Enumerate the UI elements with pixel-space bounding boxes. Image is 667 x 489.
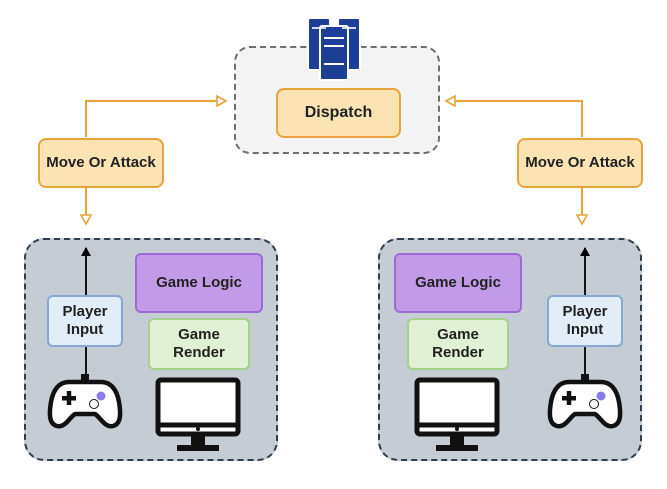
left-game-render-box: Game Render: [148, 318, 250, 370]
left-player-input-box: Player Input: [47, 295, 123, 347]
right-to-dispatch-arrow: [446, 101, 583, 137]
right-game-logic-box: Game Logic: [394, 253, 522, 313]
right-game-render-line2: Render: [432, 344, 484, 361]
right-player-input-line2: Input: [566, 321, 604, 338]
dispatch-label: Dispatch: [304, 104, 373, 122]
left-move-or-attack-box: Move Or Attack: [38, 138, 164, 188]
right-player-input-line1: Player: [562, 303, 608, 320]
dispatch-box: Dispatch: [276, 88, 401, 138]
left-move-or-attack-label: Move Or Attack: [46, 154, 156, 171]
left-game-render-line2: Render: [173, 344, 225, 361]
right-game-render-line1: Game: [437, 326, 479, 343]
monitor-icon: [155, 377, 241, 451]
left-player-input-line2: Input: [66, 321, 104, 338]
left-player-input-line1: Player: [62, 303, 108, 320]
monitor-icon: [414, 377, 500, 451]
left-to-dispatch-arrow: [85, 101, 226, 137]
server-icon: [307, 17, 361, 81]
gamepad-icon: [47, 374, 123, 429]
right-player-input-box: Player Input: [547, 295, 623, 347]
right-game-render-box: Game Render: [407, 318, 509, 370]
gamepad-icon: [547, 374, 623, 429]
left-game-logic-box: Game Logic: [135, 253, 263, 313]
left-game-render-line1: Game: [178, 326, 220, 343]
left-game-logic-label: Game Logic: [156, 274, 242, 291]
right-move-or-attack-box: Move Or Attack: [517, 138, 643, 188]
right-game-logic-label: Game Logic: [415, 274, 501, 291]
right-move-or-attack-label: Move Or Attack: [525, 154, 635, 171]
